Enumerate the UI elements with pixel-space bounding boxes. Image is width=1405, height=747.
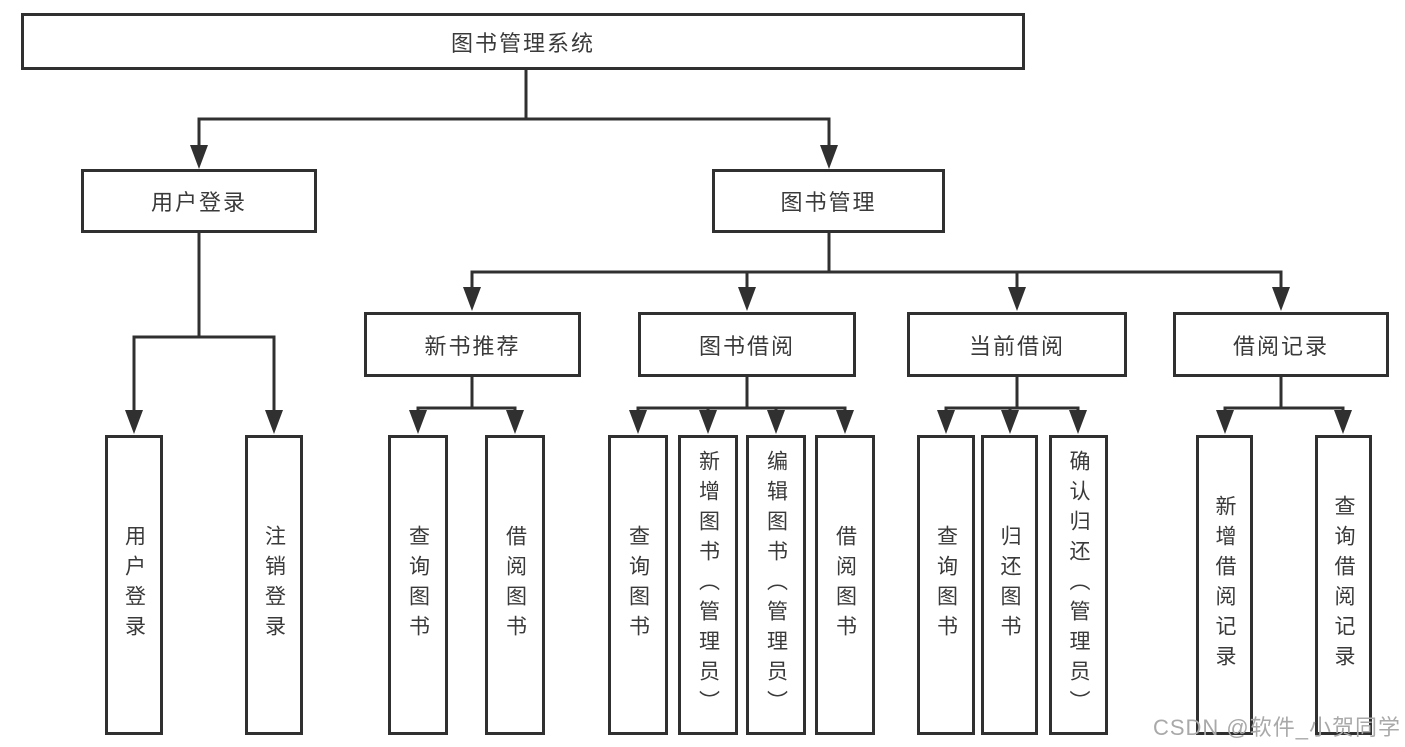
leaf-query-books-borrowing: 查询图书 (608, 435, 668, 735)
leaf-borrow-books: 借阅图书 (815, 435, 875, 735)
node-root-system: 图书管理系统 (21, 13, 1025, 70)
node-new-book-recommend: 新书推荐 (364, 312, 581, 377)
leaf-query-borrow-record: 查询借阅记录 (1315, 435, 1372, 735)
leaf-return-books: 归还图书 (981, 435, 1038, 735)
watermark: CSDN @软件_小贺同学 (1152, 715, 1401, 740)
node-current-borrowing: 当前借阅 (907, 312, 1127, 377)
leaf-add-books-admin: 新增图书（管理员） (678, 435, 738, 735)
leaf-user-login: 用户登录 (105, 435, 163, 735)
leaf-edit-books-admin: 编辑图书（管理员） (746, 435, 806, 735)
arrowhead-icons (125, 145, 1352, 434)
leaf-borrow-books-recommend: 借阅图书 (485, 435, 545, 735)
leaf-confirm-return-admin: 确认归还（管理员） (1049, 435, 1108, 735)
leaf-query-books-current: 查询图书 (917, 435, 975, 735)
leaf-query-books-recommend: 查询图书 (388, 435, 448, 735)
leaf-logout-login: 注销登录 (245, 435, 303, 735)
node-user-login: 用户登录 (81, 169, 317, 233)
node-borrow-records: 借阅记录 (1173, 312, 1389, 377)
leaf-add-borrow-record: 新增借阅记录 (1196, 435, 1253, 735)
node-book-management: 图书管理 (712, 169, 945, 233)
node-book-borrowing: 图书借阅 (638, 312, 856, 377)
